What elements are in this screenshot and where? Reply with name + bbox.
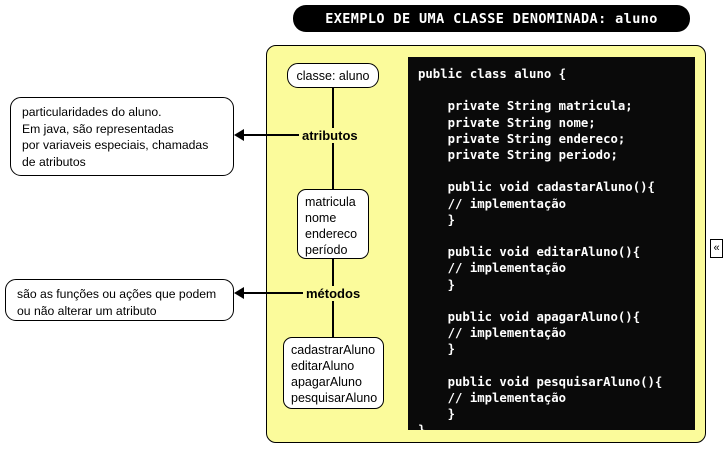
attribute-item: período [305, 243, 348, 257]
attribute-item: matricula [305, 195, 356, 209]
code-line: public void editarAluno(){ [418, 245, 641, 260]
code-line: private String endereco; [418, 131, 626, 146]
code-line: // implementação [418, 196, 567, 211]
arrow-head-icon [234, 287, 244, 299]
code-line: // implementação [418, 261, 567, 276]
callout-line: particularidades do aluno. [22, 105, 162, 119]
code-line: public void cadastarAluno(){ [418, 180, 655, 195]
code-line: public void apagarAluno(){ [418, 310, 641, 325]
code-line: } [418, 277, 456, 292]
method-item: cadastrarAluno [291, 343, 376, 357]
connector-list-to-methods [332, 259, 334, 293]
attributes-label: atributos [299, 128, 361, 143]
connector-attributes-to-list [332, 142, 334, 190]
page-title: EXEMPLO DE UMA CLASSE DENOMINADA: aluno [325, 10, 658, 27]
code-line: // implementação [418, 391, 567, 406]
attribute-item: nome [305, 211, 337, 225]
callout-line: de atributos [22, 154, 86, 169]
code-line: } [418, 407, 456, 422]
code-line [418, 163, 695, 179]
connector-methods-to-list [332, 300, 334, 338]
callout-line: são as funções ou ações que podem [17, 287, 217, 301]
code-line [418, 82, 695, 98]
connector-class-to-attributes [332, 88, 334, 135]
code-line [418, 358, 695, 374]
callout-line: ou não alterar um atributo [17, 303, 157, 318]
arrow-attributes-callout [238, 134, 334, 136]
arrow-head-icon [234, 129, 244, 141]
methods-label: métodos [303, 286, 364, 301]
title-banner: EXEMPLO DE UMA CLASSE DENOMINADA: aluno [293, 5, 690, 32]
code-line: } [418, 422, 695, 430]
attributes-node: matricula nome endereco período [297, 189, 369, 259]
code-line: private String periodo; [418, 148, 618, 163]
methods-node: cadastrarAluno editarAluno apagarAluno p… [283, 337, 384, 409]
code-line [418, 228, 695, 244]
code-line: // implementação [418, 326, 567, 341]
attributes-callout: particularidades do aluno. Em java, são … [10, 97, 234, 176]
collapse-panel-button[interactable]: « [710, 239, 723, 258]
method-item: pesquisarAluno [291, 391, 378, 405]
method-item: apagarAluno [291, 375, 362, 389]
methods-callout: são as funções ou ações que podem ou não… [5, 279, 234, 321]
method-item: editarAluno [291, 359, 355, 373]
code-line: private String nome; [418, 115, 596, 130]
class-node: classe: aluno [287, 63, 379, 88]
callout-line: por variaveis especiais, chamadas [22, 138, 209, 152]
attribute-item: endereco [305, 227, 358, 241]
arrow-methods-callout [238, 292, 308, 294]
code-panel: public class aluno { private String matr… [408, 57, 695, 430]
code-line: public void pesquisarAluno(){ [418, 374, 663, 389]
code-line: private String matricula; [418, 99, 633, 114]
class-node-label: classe: aluno [296, 68, 370, 83]
code-line: } [418, 212, 456, 227]
code-line [418, 293, 695, 309]
double-chevron-left-icon: « [713, 242, 720, 254]
code-line: public class aluno { [418, 67, 567, 81]
code-line: } [418, 342, 456, 357]
callout-line: Em java, são representadas [22, 121, 174, 136]
